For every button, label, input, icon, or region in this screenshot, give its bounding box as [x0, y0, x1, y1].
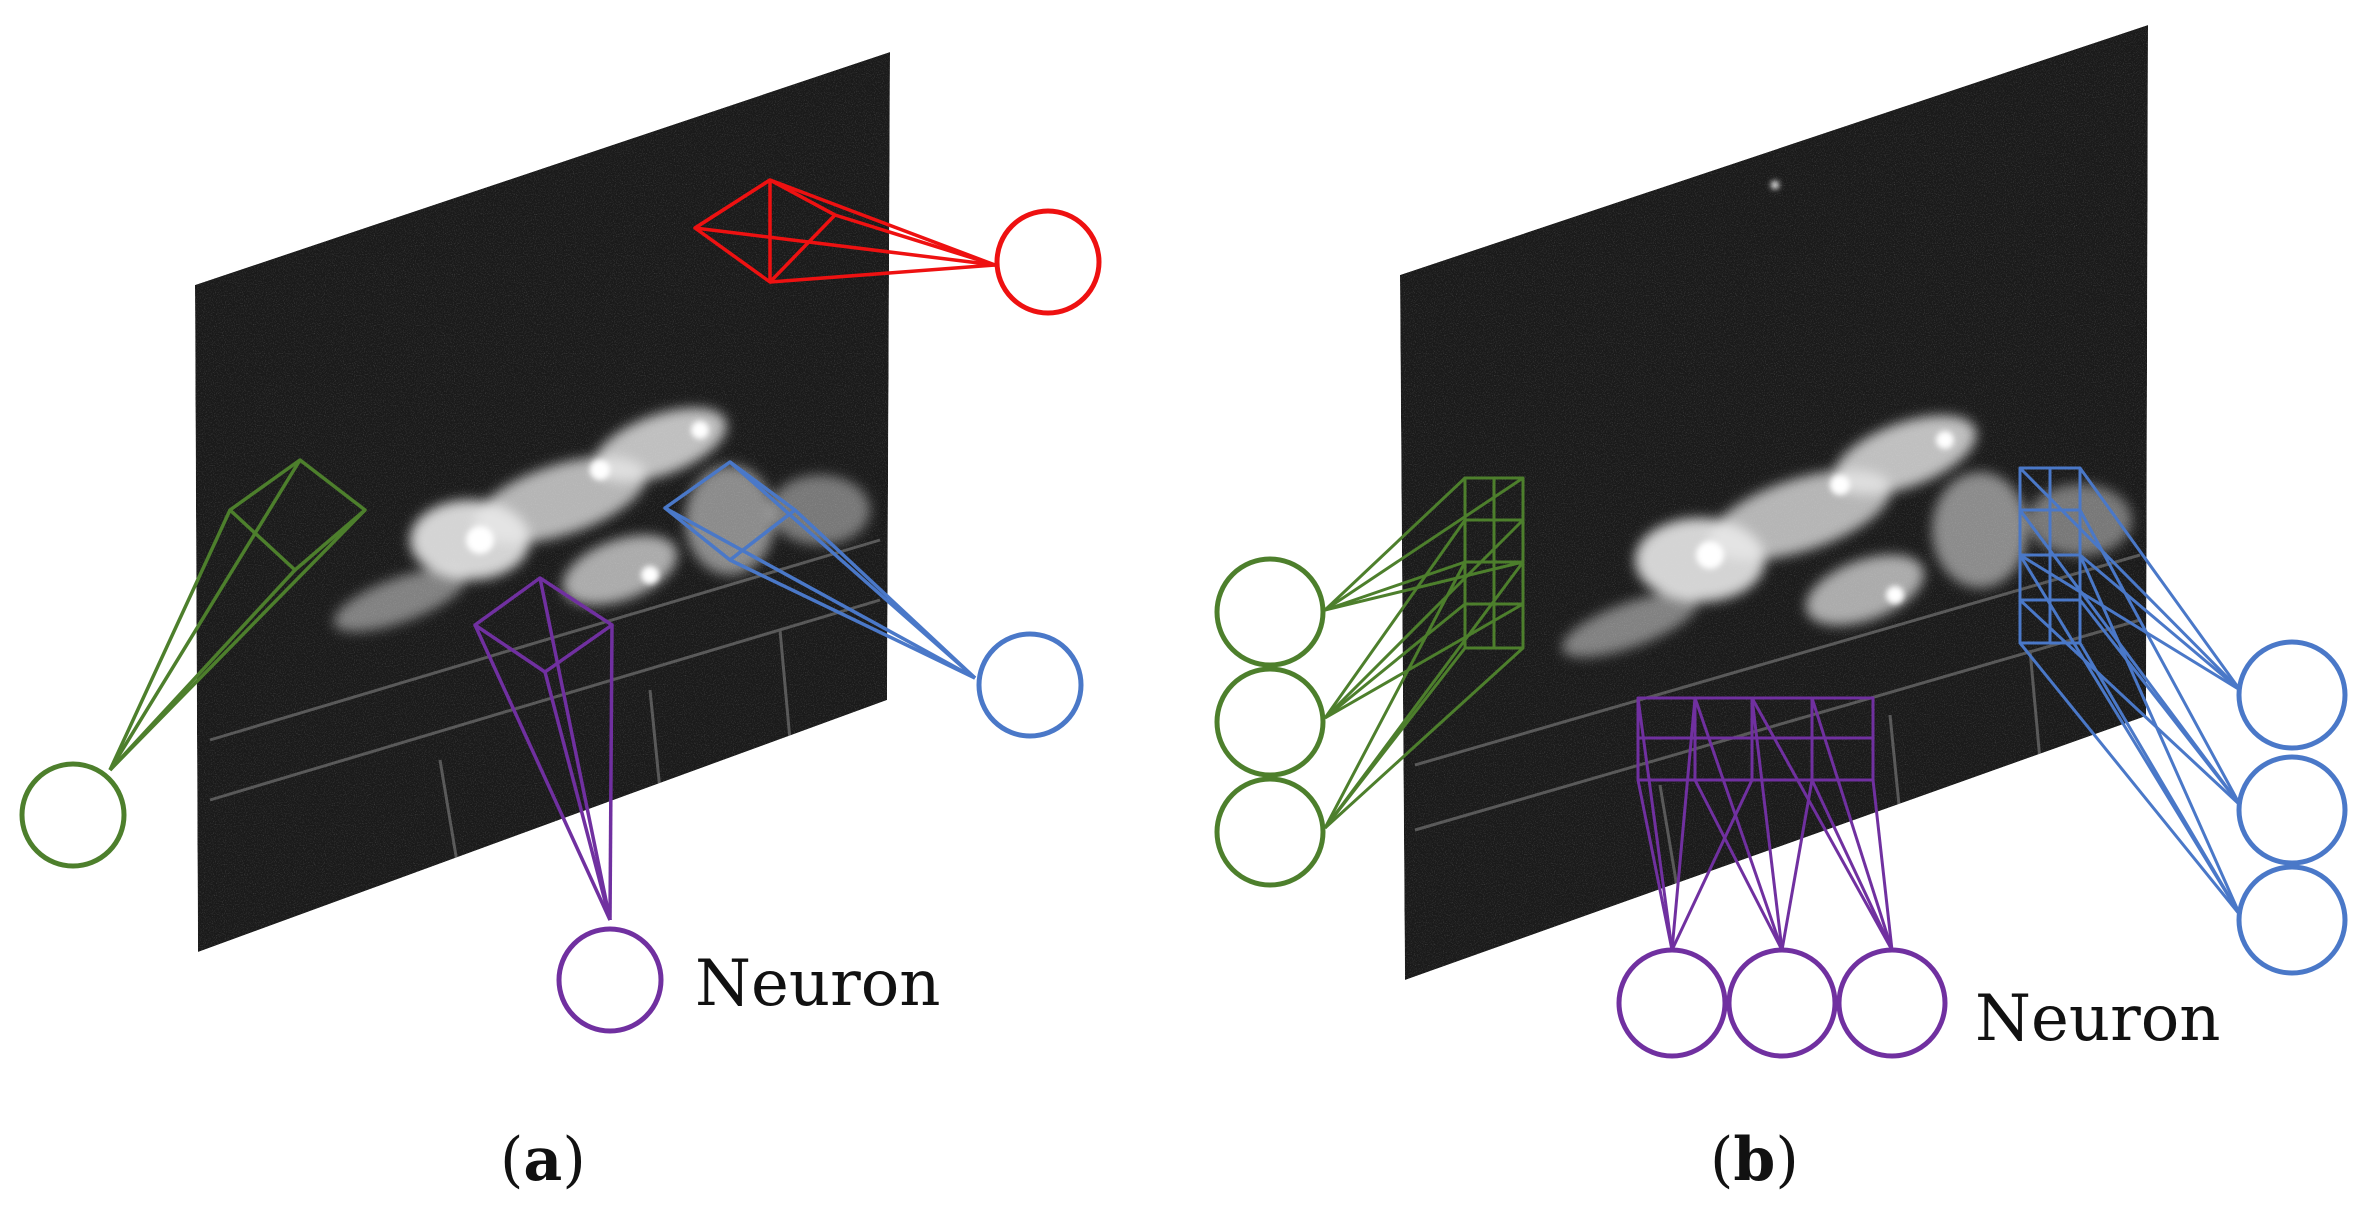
neuron-purple	[556, 926, 664, 1034]
neuron-blue-1	[2236, 639, 2348, 751]
caption-b: (b)	[1710, 1125, 1799, 1195]
neuron-green-1	[1214, 556, 1326, 668]
sar-image-b	[1400, 25, 2148, 980]
caption-a: (a)	[500, 1125, 586, 1195]
panel-b: Neuron (b)	[1214, 25, 2348, 1195]
receptive-field-blue	[663, 460, 977, 680]
neuron-blue	[976, 631, 1084, 739]
neuron-label-a: Neuron	[695, 947, 940, 1021]
neuron-label-b: Neuron	[1975, 982, 2220, 1056]
receptive-field-red	[693, 178, 996, 284]
neuron-green-3	[1214, 776, 1326, 888]
receptive-fields-blue-b	[2018, 466, 2242, 916]
neuron-blue-3	[2236, 864, 2348, 976]
receptive-field-purple	[473, 576, 614, 921]
receptive-field-green	[108, 458, 367, 772]
neuron-blue-2	[2236, 754, 2348, 866]
neuron-purple-2	[1726, 947, 1838, 1059]
sar-image-a	[195, 52, 890, 952]
neuron-green	[19, 761, 127, 869]
neuron-green-2	[1214, 666, 1326, 778]
neuron-purple-1	[1616, 947, 1728, 1059]
neuron-red	[994, 208, 1102, 316]
neuron-purple-3	[1836, 947, 1948, 1059]
panel-a: Neuron (a)	[19, 52, 1102, 1195]
receptive-fields-green-b	[1323, 476, 1525, 830]
receptive-fields-purple-b	[1636, 696, 1894, 951]
